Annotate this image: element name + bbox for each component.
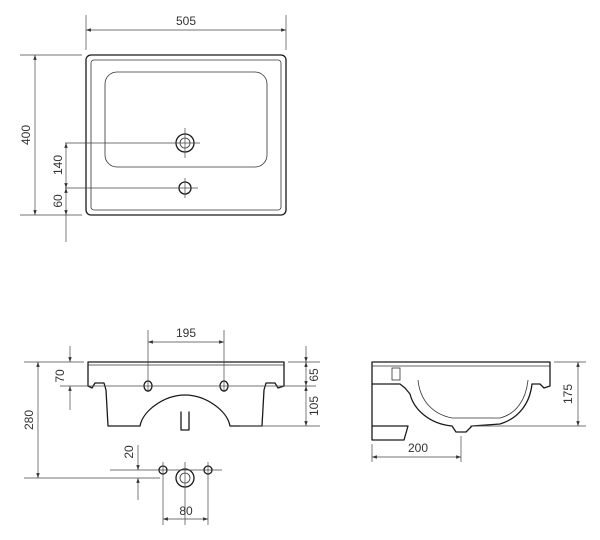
front-view: 195 280 70 65 105 bbox=[22, 326, 321, 479]
dim-label-200: 200 bbox=[408, 441, 428, 455]
top-view: 505 400 140 60 bbox=[19, 14, 287, 242]
front-drain-stub bbox=[180, 411, 190, 431]
hole-detail: 20 80 bbox=[110, 445, 222, 525]
side-bowl-inner bbox=[417, 379, 529, 419]
side-view: 175 200 bbox=[371, 361, 586, 462]
top-inner-rim bbox=[90, 59, 282, 211]
front-outline bbox=[87, 361, 285, 427]
dim-label-280: 280 bbox=[22, 410, 36, 430]
top-bowl bbox=[104, 71, 268, 168]
dim-label-140: 140 bbox=[51, 155, 65, 175]
dim-label-175: 175 bbox=[561, 384, 575, 404]
dim-label-80: 80 bbox=[179, 504, 193, 518]
dim-label-195: 195 bbox=[176, 326, 196, 340]
dim-label-20: 20 bbox=[122, 445, 136, 459]
dim-label-505: 505 bbox=[176, 14, 196, 28]
dim-label-60: 60 bbox=[51, 194, 65, 208]
dim-label-70: 70 bbox=[53, 369, 67, 383]
side-overflow-tab bbox=[391, 367, 401, 381]
dim-label-65: 65 bbox=[307, 368, 321, 382]
dim-label-105: 105 bbox=[307, 396, 321, 416]
dim-label-400: 400 bbox=[19, 125, 33, 145]
side-outline bbox=[371, 361, 551, 441]
top-outer-outline bbox=[85, 54, 287, 216]
